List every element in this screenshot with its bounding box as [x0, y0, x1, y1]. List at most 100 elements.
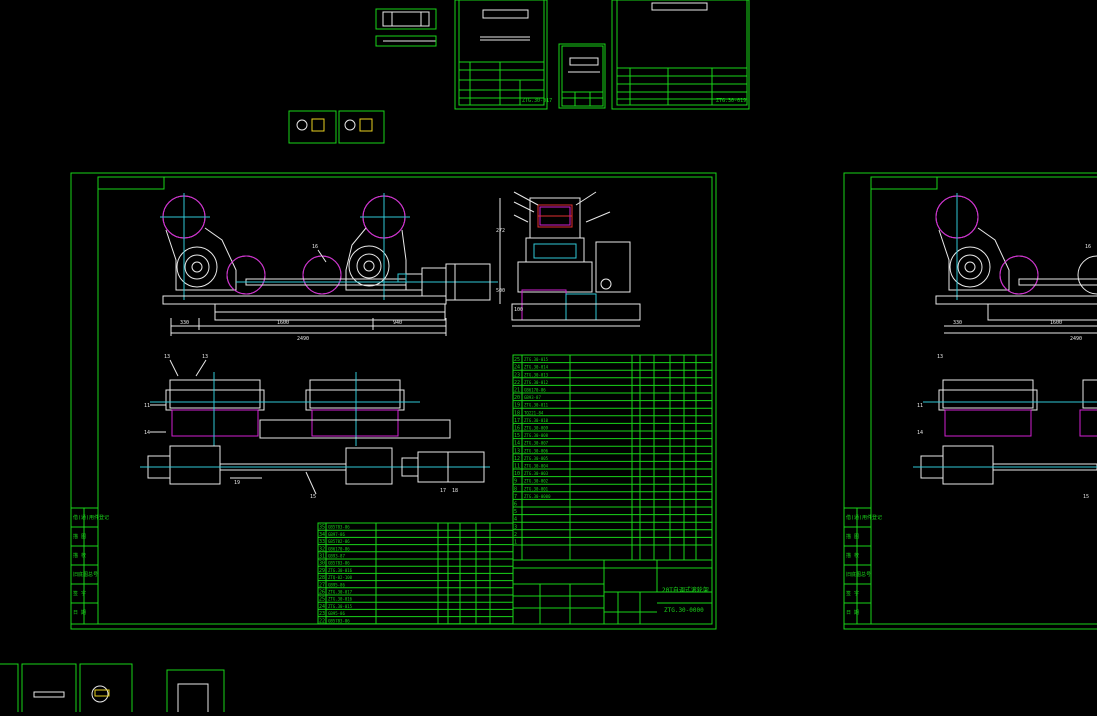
plan-balloon: 14: [144, 430, 150, 436]
bom-item-no: 16: [514, 426, 520, 432]
strip-label: 签 字: [846, 590, 859, 597]
plan-balloon: 19: [234, 480, 240, 486]
thumb-bottom-sheets[interactable]: [0, 663, 225, 716]
plan-balloon: 18: [452, 488, 458, 494]
bom-item-code: ZTG.30-010: [524, 418, 549, 423]
bom-item-no: 25: [319, 597, 325, 603]
thumb-small-sheets[interactable]: [288, 110, 385, 144]
bom-item-code: ZTG.30-005: [524, 456, 549, 461]
bom-item-code: GB6170-86: [524, 388, 546, 393]
bom-item-code: GB93-87: [328, 554, 345, 559]
bom-item-no: 18: [514, 410, 520, 416]
bom-item-no: 33: [319, 539, 325, 545]
bom-item-code: ZTG.30-0000: [524, 494, 551, 499]
bom-item-code: GB5782-86: [328, 539, 350, 544]
right-plan-balloon: 15: [1083, 494, 1089, 500]
bom-item-code: ZTQ-02-100: [328, 575, 353, 580]
bom-item-no: 34: [319, 532, 325, 538]
bom-item-no: 29: [319, 568, 325, 574]
bom-item-no: 24: [514, 365, 520, 371]
bom-item-no: 3: [514, 524, 517, 530]
bom-item-no: 14: [514, 441, 520, 447]
front-dim-total: 2490: [297, 336, 309, 342]
strip-label: 描 图: [73, 533, 86, 540]
bom-item-no: 26: [319, 590, 325, 596]
title-block[interactable]: 20T自调式滚轮架 ZTG.30-0000: [512, 559, 713, 625]
bom-item-code: GB5783-86: [328, 618, 350, 623]
bom-item-code: ZTG.30-008: [524, 433, 549, 438]
bom-item-no: 20: [514, 395, 520, 401]
right-sheet[interactable]: 借(通)用件登记 描 图 描 校 旧底图总号 签 字 日 期 330 1600: [843, 172, 1097, 630]
bom-item-no: 25: [514, 357, 520, 363]
bom-item-code: GB95-86: [328, 611, 345, 616]
right-front-view[interactable]: 330 1600 2490 16: [935, 193, 1097, 342]
bom-item-no: 22: [514, 380, 520, 386]
bom-item-code: ZTG.30-015: [524, 357, 549, 362]
bom-item-no: 6: [514, 502, 517, 508]
side-section-view[interactable]: 272 500 100: [496, 191, 641, 327]
bom-item-no: 17: [514, 418, 520, 424]
bom-item-no: 35: [319, 525, 325, 531]
strip-label: 日 期: [73, 610, 86, 616]
bom-item-code: ZTG.30-007: [524, 441, 549, 446]
bom-item-code: ZTG.30-014: [524, 365, 549, 370]
bom-item-no: 23: [514, 372, 520, 378]
bom-item-no: 32: [319, 546, 325, 552]
bom-item-no: 1: [514, 540, 517, 546]
thumb-sheet-detail-1[interactable]: ZTG.30-017: [454, 0, 552, 110]
drawing-number: ZTG.30-0000: [664, 607, 704, 614]
bom-item-no: 4: [514, 517, 517, 523]
bom-item-code: GB5783-86: [328, 561, 350, 566]
front-dim-middle: 1600: [277, 320, 289, 326]
front-dim-left: 330: [180, 320, 189, 326]
bom-item-code: ZTG.30-016: [328, 597, 353, 602]
thumb-sheet-detail-3[interactable]: ZTG.30-019: [611, 0, 750, 110]
bom-item-code: TQ221-84: [524, 410, 544, 415]
bom-item-code: ZTG.30-009: [524, 426, 549, 431]
right-plan-balloon: 14: [917, 430, 923, 436]
bom-item-no: 21: [514, 388, 520, 394]
main-sheet[interactable]: 借(通)用件登记 描 图 描 校 旧底图总号 签 字 日 期: [70, 172, 717, 630]
side-dim-height-2: 500: [496, 288, 505, 294]
bom-item-code: GB6170-86: [328, 546, 350, 551]
bom-item-no: 5: [514, 509, 517, 515]
bom-item-no: 28: [319, 575, 325, 581]
bom-item-no: 15: [514, 433, 520, 439]
right-dim-middle: 1600: [1050, 320, 1062, 326]
bom-item-code: GB93-87: [524, 395, 541, 400]
bom-item-code: ZTG.30-002: [524, 479, 549, 484]
bom-item-code: ZTG.30-017: [328, 590, 353, 595]
front-view[interactable]: 330 1600 940 2490 16: [160, 193, 498, 342]
main-left-strip: 借(通)用件登记 描 图 描 校 旧底图总号 签 字 日 期: [70, 507, 109, 625]
strip-label: 旧底图总号: [73, 571, 98, 578]
bom-item-code: GB97-86: [328, 532, 345, 537]
strip-label: 描 图: [846, 533, 859, 540]
bom-item-no: 2: [514, 532, 517, 538]
bom-item-no: 9: [514, 479, 517, 485]
thumb-part-plate[interactable]: [375, 8, 437, 47]
plan-view[interactable]: 13 13 11 14 15 19 17 18: [140, 354, 490, 500]
bom-item-no: 8: [514, 486, 517, 492]
strip-label: 日 期: [846, 610, 859, 616]
bom-item-no: 30: [319, 561, 325, 567]
bom-item-code: GB5783-86: [328, 525, 350, 530]
bom-item-no: 7: [514, 494, 517, 500]
bom-item-no: 11: [514, 464, 520, 470]
bom-item-code: ZTG.30-001: [524, 486, 549, 491]
side-dim-height-3: 100: [514, 307, 523, 313]
right-plan-view[interactable]: 13 11 14 15: [913, 354, 1097, 500]
right-balloon: 16: [1085, 244, 1091, 250]
bom-item-code: ZTG.30-012: [524, 380, 549, 385]
bom-item-no: 13: [514, 448, 520, 454]
thumb-sheet-detail-2[interactable]: [558, 43, 606, 109]
bom-item-no: 22: [319, 618, 325, 624]
bom-item-no: 24: [319, 604, 325, 610]
right-left-strip: 借(通)用件登记 描 图 描 校 旧底图总号 签 字 日 期: [843, 507, 882, 625]
bom-item-no: 10: [514, 471, 520, 477]
plan-balloon: 15: [310, 494, 316, 500]
bom-item-no: 31: [319, 554, 325, 560]
